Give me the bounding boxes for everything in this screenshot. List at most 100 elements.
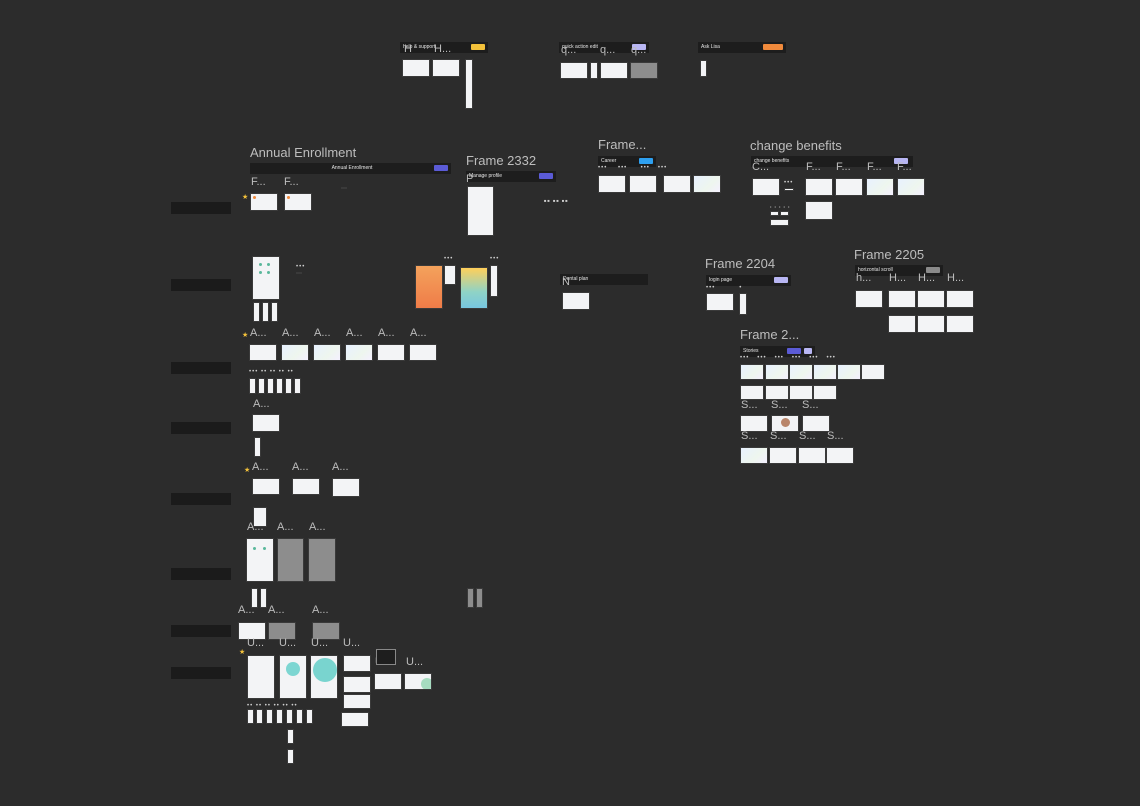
- frame-thumbnail[interactable]: [266, 709, 273, 724]
- frame-thumbnail[interactable]: [262, 302, 269, 322]
- frame-thumbnail[interactable]: [308, 538, 336, 582]
- more-icon[interactable]: ••• •: [706, 285, 743, 291]
- star-icon[interactable]: ★: [239, 649, 246, 656]
- frame-thumbnail[interactable]: [279, 655, 307, 699]
- frame-thumbnail[interactable]: [771, 415, 799, 432]
- frame-thumbnail[interactable]: [247, 655, 275, 699]
- frame-thumbnail[interactable]: [805, 201, 833, 220]
- star-icon[interactable]: ★: [242, 332, 249, 339]
- frame-thumbnail[interactable]: [345, 344, 373, 361]
- frame-thumbnail[interactable]: [276, 378, 283, 394]
- frame-thumbnail[interactable]: [740, 364, 764, 380]
- manage-profile-bar[interactable]: Manage profile: [466, 171, 556, 182]
- frame-thumbnail[interactable]: [249, 378, 256, 394]
- row-label[interactable]: [171, 667, 231, 679]
- frame-thumbnail[interactable]: [917, 290, 945, 308]
- frame-thumbnail[interactable]: [402, 59, 430, 77]
- frame-thumbnail[interactable]: [258, 378, 265, 394]
- frame-thumbnail[interactable]: [313, 344, 341, 361]
- frame-thumbnail[interactable]: [252, 414, 280, 432]
- more-icon[interactable]: •••: [784, 180, 794, 186]
- frame-thumbnail[interactable]: [444, 265, 456, 285]
- frame-thumbnail[interactable]: [306, 709, 313, 724]
- frame-thumbnail[interactable]: [789, 364, 813, 380]
- annual-enrollment-bar[interactable]: Annual Enrollment: [250, 163, 451, 174]
- frame-thumbnail[interactable]: [404, 673, 432, 690]
- frame-thumbnail[interactable]: [765, 385, 789, 400]
- frame-thumbnail[interactable]: [739, 293, 747, 315]
- frame-thumbnail[interactable]: [271, 302, 278, 322]
- more-icon[interactable]: ••• ••• ••• •••: [598, 165, 668, 171]
- frame-thumbnail[interactable]: [752, 178, 780, 196]
- frame-thumbnail[interactable]: [287, 729, 294, 744]
- frame-thumbnail[interactable]: [343, 655, 371, 672]
- frame-thumbnail[interactable]: [250, 193, 278, 211]
- frame-thumbnail[interactable]: [312, 622, 340, 640]
- frame-thumbnail[interactable]: [866, 178, 894, 196]
- row-label[interactable]: [171, 568, 231, 580]
- frame-thumbnail[interactable]: [277, 538, 304, 582]
- frame-thumbnail[interactable]: [465, 59, 473, 109]
- more-icon[interactable]: •• •• •• •• •• ••: [247, 703, 298, 709]
- frame-thumbnail[interactable]: [467, 186, 494, 236]
- change-benefits-bar[interactable]: change benefits: [751, 156, 913, 167]
- dental-plan-bar[interactable]: Dental plan: [560, 274, 648, 285]
- frame-thumbnail[interactable]: [798, 447, 826, 464]
- frame-thumbnail[interactable]: [251, 588, 258, 608]
- row-label[interactable]: [171, 362, 231, 374]
- frame-thumbnail[interactable]: [252, 256, 280, 300]
- frame-thumbnail[interactable]: [287, 749, 294, 764]
- more-icon[interactable]: • • • • •: [770, 204, 791, 209]
- frame-thumbnail[interactable]: [917, 315, 945, 333]
- frame-thumbnail[interactable]: [600, 62, 628, 79]
- row-label[interactable]: [171, 279, 231, 291]
- frame-thumbnail[interactable]: [253, 302, 260, 322]
- frame-thumbnail[interactable]: [946, 315, 974, 333]
- frame-thumbnail[interactable]: [784, 188, 794, 191]
- frame-thumbnail[interactable]: [663, 175, 691, 193]
- frame-thumbnail[interactable]: [765, 364, 789, 380]
- frame-thumbnail[interactable]: [789, 385, 813, 400]
- row-label[interactable]: [171, 625, 231, 637]
- help-support-bar[interactable]: help & support: [400, 42, 488, 53]
- frame-thumbnail[interactable]: [826, 447, 854, 464]
- frame-thumbnail[interactable]: [590, 62, 598, 79]
- frame-thumbnail[interactable]: [805, 178, 833, 196]
- frame-thumbnail[interactable]: [249, 344, 277, 361]
- frame-thumbnail[interactable]: [310, 655, 338, 699]
- frame-thumbnail[interactable]: [332, 478, 360, 497]
- frame-thumbnail[interactable]: [260, 588, 267, 608]
- frame-thumbnail[interactable]: [693, 175, 721, 193]
- frame-thumbnail[interactable]: [284, 193, 312, 211]
- frame-thumbnail[interactable]: [374, 673, 402, 690]
- star-icon[interactable]: ★: [244, 467, 251, 474]
- horizontal-scroll-bar[interactable]: horizontal scroll: [855, 265, 943, 276]
- frame-thumbnail[interactable]: [256, 709, 263, 724]
- frame-thumbnail[interactable]: [296, 709, 303, 724]
- frame-thumbnail[interactable]: [292, 478, 320, 495]
- frame-thumbnail[interactable]: [268, 622, 296, 640]
- frame-thumbnail[interactable]: [740, 385, 764, 400]
- frame-thumbnail[interactable]: [769, 447, 797, 464]
- frame-thumbnail[interactable]: [460, 267, 488, 309]
- frame-thumbnail[interactable]: [837, 364, 861, 380]
- frame-thumbnail[interactable]: [490, 265, 498, 297]
- frame-thumbnail[interactable]: [813, 385, 837, 400]
- frame-thumbnail[interactable]: [343, 676, 371, 693]
- frame-thumbnail[interactable]: [286, 709, 293, 724]
- frame-thumbnail[interactable]: [630, 62, 658, 79]
- frame-thumbnail[interactable]: [861, 364, 885, 380]
- frame-thumbnail[interactable]: [813, 364, 837, 380]
- frame-thumbnail[interactable]: [276, 709, 283, 724]
- frame-thumbnail[interactable]: [341, 712, 369, 727]
- frame-thumbnail[interactable]: [629, 175, 657, 193]
- quick-action-bar[interactable]: quick action edit: [559, 42, 649, 53]
- frame-thumbnail[interactable]: [780, 211, 789, 216]
- frame-thumbnail[interactable]: [562, 292, 590, 310]
- frame-thumbnail[interactable]: [294, 378, 301, 394]
- ask-lisa-bar[interactable]: Ask Lisa: [698, 42, 786, 53]
- frame-thumbnail[interactable]: [700, 60, 707, 77]
- row-label[interactable]: [171, 422, 231, 434]
- frame-thumbnail[interactable]: [706, 293, 734, 311]
- frame-thumbnail[interactable]: [835, 178, 863, 196]
